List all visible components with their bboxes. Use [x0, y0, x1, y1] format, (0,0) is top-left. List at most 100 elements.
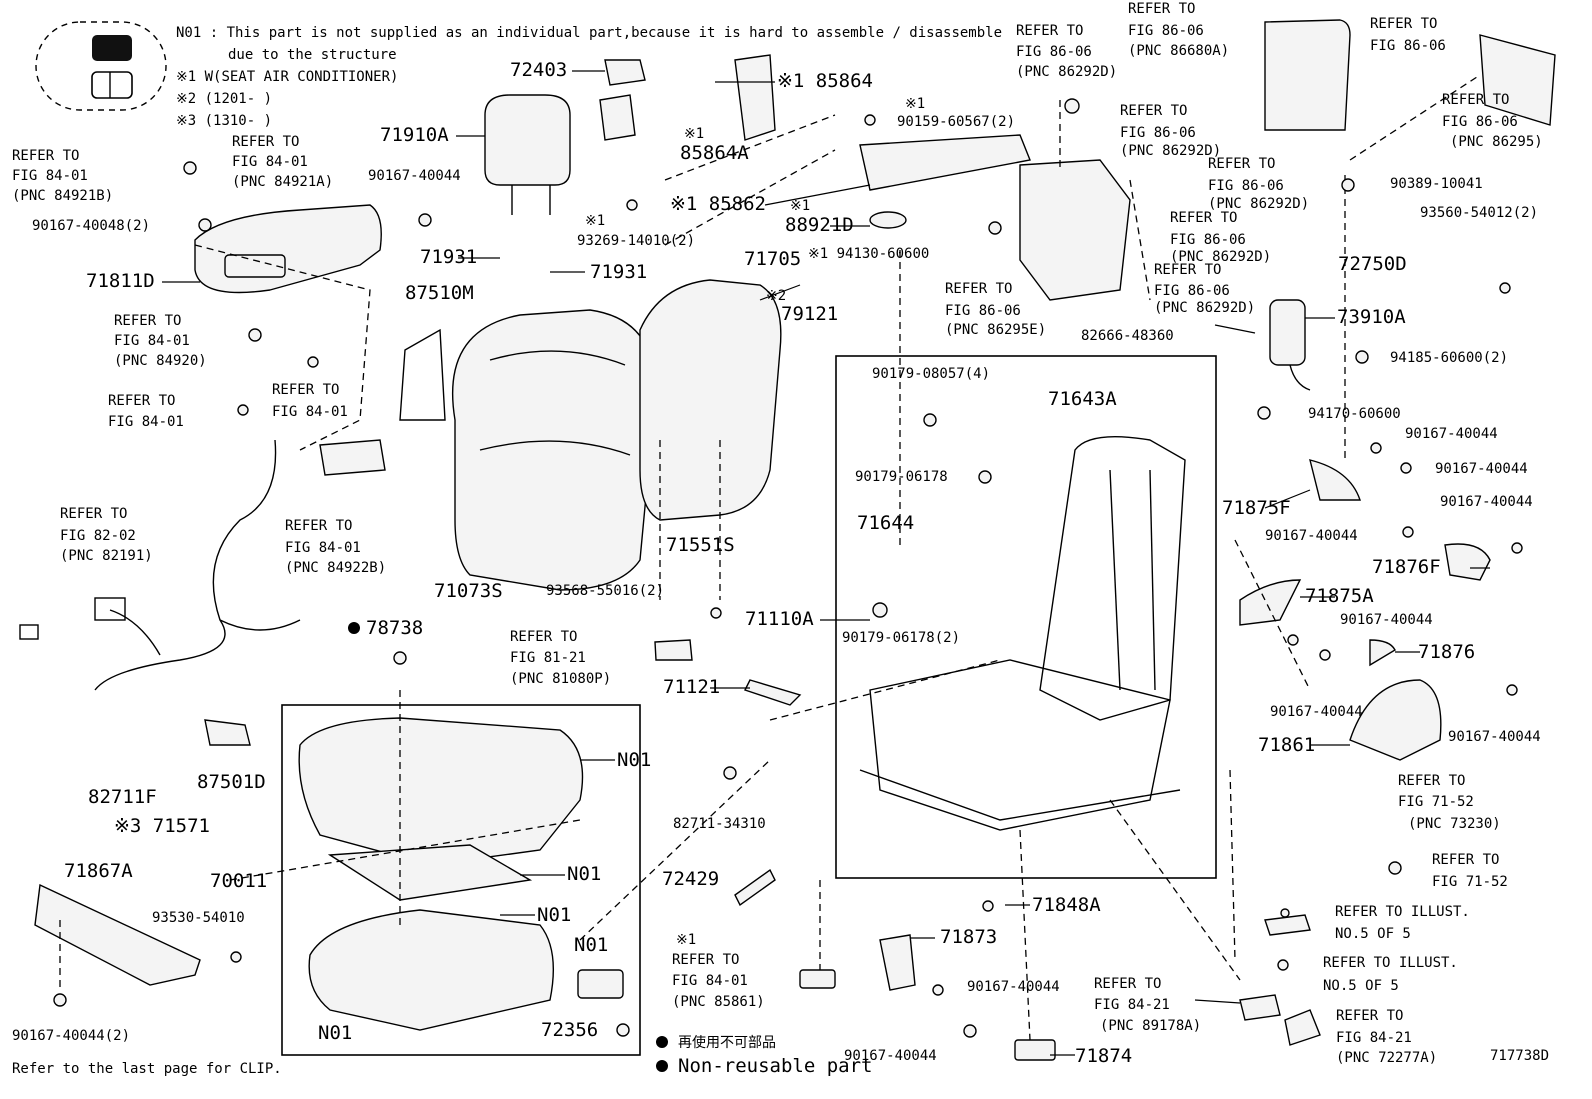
label-refer-89178a-3: (PNC 89178A) — [1100, 1018, 1201, 1034]
note-n01-line1: N01 : This part is not supplied as an in… — [176, 25, 1002, 41]
label-73910a: 73910A — [1337, 306, 1406, 328]
figure-code: 717738D — [1490, 1048, 1549, 1064]
label-n01-b: N01 — [567, 863, 601, 885]
label-71571: ※3 71571 — [114, 815, 210, 837]
label-refer-86295-1: REFER TO — [1442, 92, 1509, 108]
label-refer-86295e-3: (PNC 86295E) — [945, 322, 1046, 338]
lumbar-85862-drawing — [859, 134, 1031, 229]
label-refer-84920-1: REFER TO — [114, 313, 181, 329]
label-refer-86292d-a-2: FIG 86-06 — [1016, 44, 1092, 60]
label-85862: ※1 85862 — [670, 193, 766, 215]
label-refer-86680a-3: (PNC 86680A) — [1128, 43, 1229, 59]
label-refer-84921a-1: REFER TO — [232, 134, 299, 150]
seat-frame-drawing — [859, 436, 1186, 831]
label-refer-7152-1: REFER TO — [1432, 852, 1499, 868]
label-refer-86292d-d-1: REFER TO — [1170, 210, 1237, 226]
label-90167-40044-h: 90167-40044 — [1448, 729, 1541, 745]
clip-note: Refer to the last page for CLIP. — [12, 1061, 282, 1077]
label-90167-40044-i: 90167-40044 — [967, 979, 1060, 995]
leader-lines — [162, 70, 1490, 1056]
label-87501d: 87501D — [197, 771, 266, 793]
label-refer-86292d-b-1: REFER TO — [1120, 103, 1187, 119]
label-refer-84921b-2: FIG 84-01 — [12, 168, 88, 184]
label-71110a: 71110A — [745, 608, 814, 630]
label-90179-06178: 90179-06178 — [855, 469, 948, 485]
label-refer-81080p-2: FIG 81-21 — [510, 650, 586, 666]
label-refer-73230-1: REFER TO — [1398, 773, 1465, 789]
label-71073s: 71073S — [434, 580, 503, 602]
label-72750d: 72750D — [1338, 253, 1407, 275]
note-k3: ※3 (1310- ) — [176, 113, 272, 129]
label-refer-72277a-3: (PNC 72277A) — [1336, 1050, 1437, 1066]
label-90167-40044-f: 90167-40044 — [1340, 612, 1433, 628]
label-71875f: 71875F — [1222, 497, 1291, 519]
label-94130-60600: ※1 94130-60600 — [808, 246, 929, 262]
label-refer-84920-2: FIG 84-01 — [114, 333, 190, 349]
side-shield-drawing — [194, 204, 382, 294]
label-refer-84922b-2: FIG 84-01 — [285, 540, 361, 556]
label-mark-79121: ※2 — [766, 288, 786, 304]
label-71874: 71874 — [1075, 1045, 1132, 1067]
label-71848a: 71848A — [1032, 894, 1101, 916]
label-refer-82191-2: FIG 82-02 — [60, 528, 136, 544]
label-71876f: 71876F — [1372, 556, 1441, 578]
label-refer-8401-c-2: FIG 84-01 — [108, 414, 184, 430]
label-71876: 71876 — [1418, 641, 1475, 663]
headrest-drawing — [484, 94, 571, 215]
label-82711f: 82711F — [88, 786, 157, 808]
label-90389-10041: 90389-10041 — [1390, 176, 1483, 192]
label-refer-86292d-c-1: REFER TO — [1208, 156, 1275, 172]
label-refer-86292d-d-3: (PNC 86292D) — [1170, 249, 1271, 265]
label-87510m: 87510M — [405, 282, 474, 304]
label-refer-8606-a-2: FIG 86-06 — [1370, 38, 1446, 54]
label-71551s: 71551S — [666, 534, 735, 556]
label-refer-84920-3: (PNC 84920) — [114, 353, 207, 369]
label-71931-b: 71931 — [590, 261, 647, 283]
label-refer-8401-b-2: FIG 84-01 — [272, 404, 348, 420]
label-n01-e: N01 — [318, 1022, 352, 1044]
label-mark-88921d: ※1 — [790, 198, 810, 214]
label-85864a: 85864A — [680, 142, 749, 164]
label-refer-81080p-3: (PNC 81080P) — [510, 671, 611, 687]
label-90167-40044-b: 90167-40044 — [1405, 426, 1498, 442]
label-90179-06178-2: 90179-06178(2) — [842, 630, 960, 646]
notes-block: N01 : This part is not supplied as an in… — [176, 25, 1002, 129]
label-refer-73230-3: (PNC 73230) — [1408, 816, 1501, 832]
bracket-85864-drawing — [734, 54, 776, 141]
right-covers-drawing — [1239, 459, 1491, 1046]
label-90167-40044-a: 90167-40044 — [368, 168, 461, 184]
label-70011: 70011 — [210, 870, 267, 892]
wire-harness-drawing — [19, 439, 301, 691]
label-90167-40048: 90167-40048(2) — [32, 218, 150, 234]
label-71867a: 71867A — [64, 860, 133, 882]
label-71643a: 71643A — [1048, 388, 1117, 410]
label-mark-93269: ※1 — [585, 213, 605, 229]
label-71910a: 71910A — [380, 124, 449, 146]
label-71873: 71873 — [940, 926, 997, 948]
label-82711-34310: 82711-34310 — [673, 816, 766, 832]
label-refer-illust-b-1: REFER TO ILLUST. — [1323, 955, 1458, 971]
label-refer-84922b-3: (PNC 84922B) — [285, 560, 386, 576]
label-refer-82191-1: REFER TO — [60, 506, 127, 522]
label-refer-86295e-2: FIG 86-06 — [945, 303, 1021, 319]
label-71644: 71644 — [857, 512, 914, 534]
label-85864: ※1 85864 — [777, 70, 873, 92]
label-78738: 78738 — [366, 617, 423, 639]
label-refer-8401-b-1: REFER TO — [272, 382, 339, 398]
label-refer-86292d-b-2: FIG 86-06 — [1120, 125, 1196, 141]
label-refer-86680a-1: REFER TO — [1128, 1, 1195, 17]
front-trim-71867a-drawing — [34, 883, 201, 986]
label-refer-85861-1: REFER TO — [672, 952, 739, 968]
label-refer-84922b-1: REFER TO — [285, 518, 352, 534]
note-k2: ※2 (1201- ) — [176, 91, 272, 107]
label-71861: 71861 — [1258, 734, 1315, 756]
label-90167-40044-e: 90167-40044 — [1265, 528, 1358, 544]
label-refer-72277a-2: FIG 84-21 — [1336, 1030, 1412, 1046]
seatback-board-drawing — [639, 279, 782, 521]
label-mark-85864a: ※1 — [684, 126, 704, 142]
label-mark-85861: ※1 — [676, 932, 696, 948]
label-93530-54010: 93530-54010 — [152, 910, 245, 926]
label-refer-81080p-1: REFER TO — [510, 629, 577, 645]
label-refer-84921a-3: (PNC 84921A) — [232, 174, 333, 190]
label-refer-86292d-b-3: (PNC 86292D) — [1120, 143, 1221, 159]
